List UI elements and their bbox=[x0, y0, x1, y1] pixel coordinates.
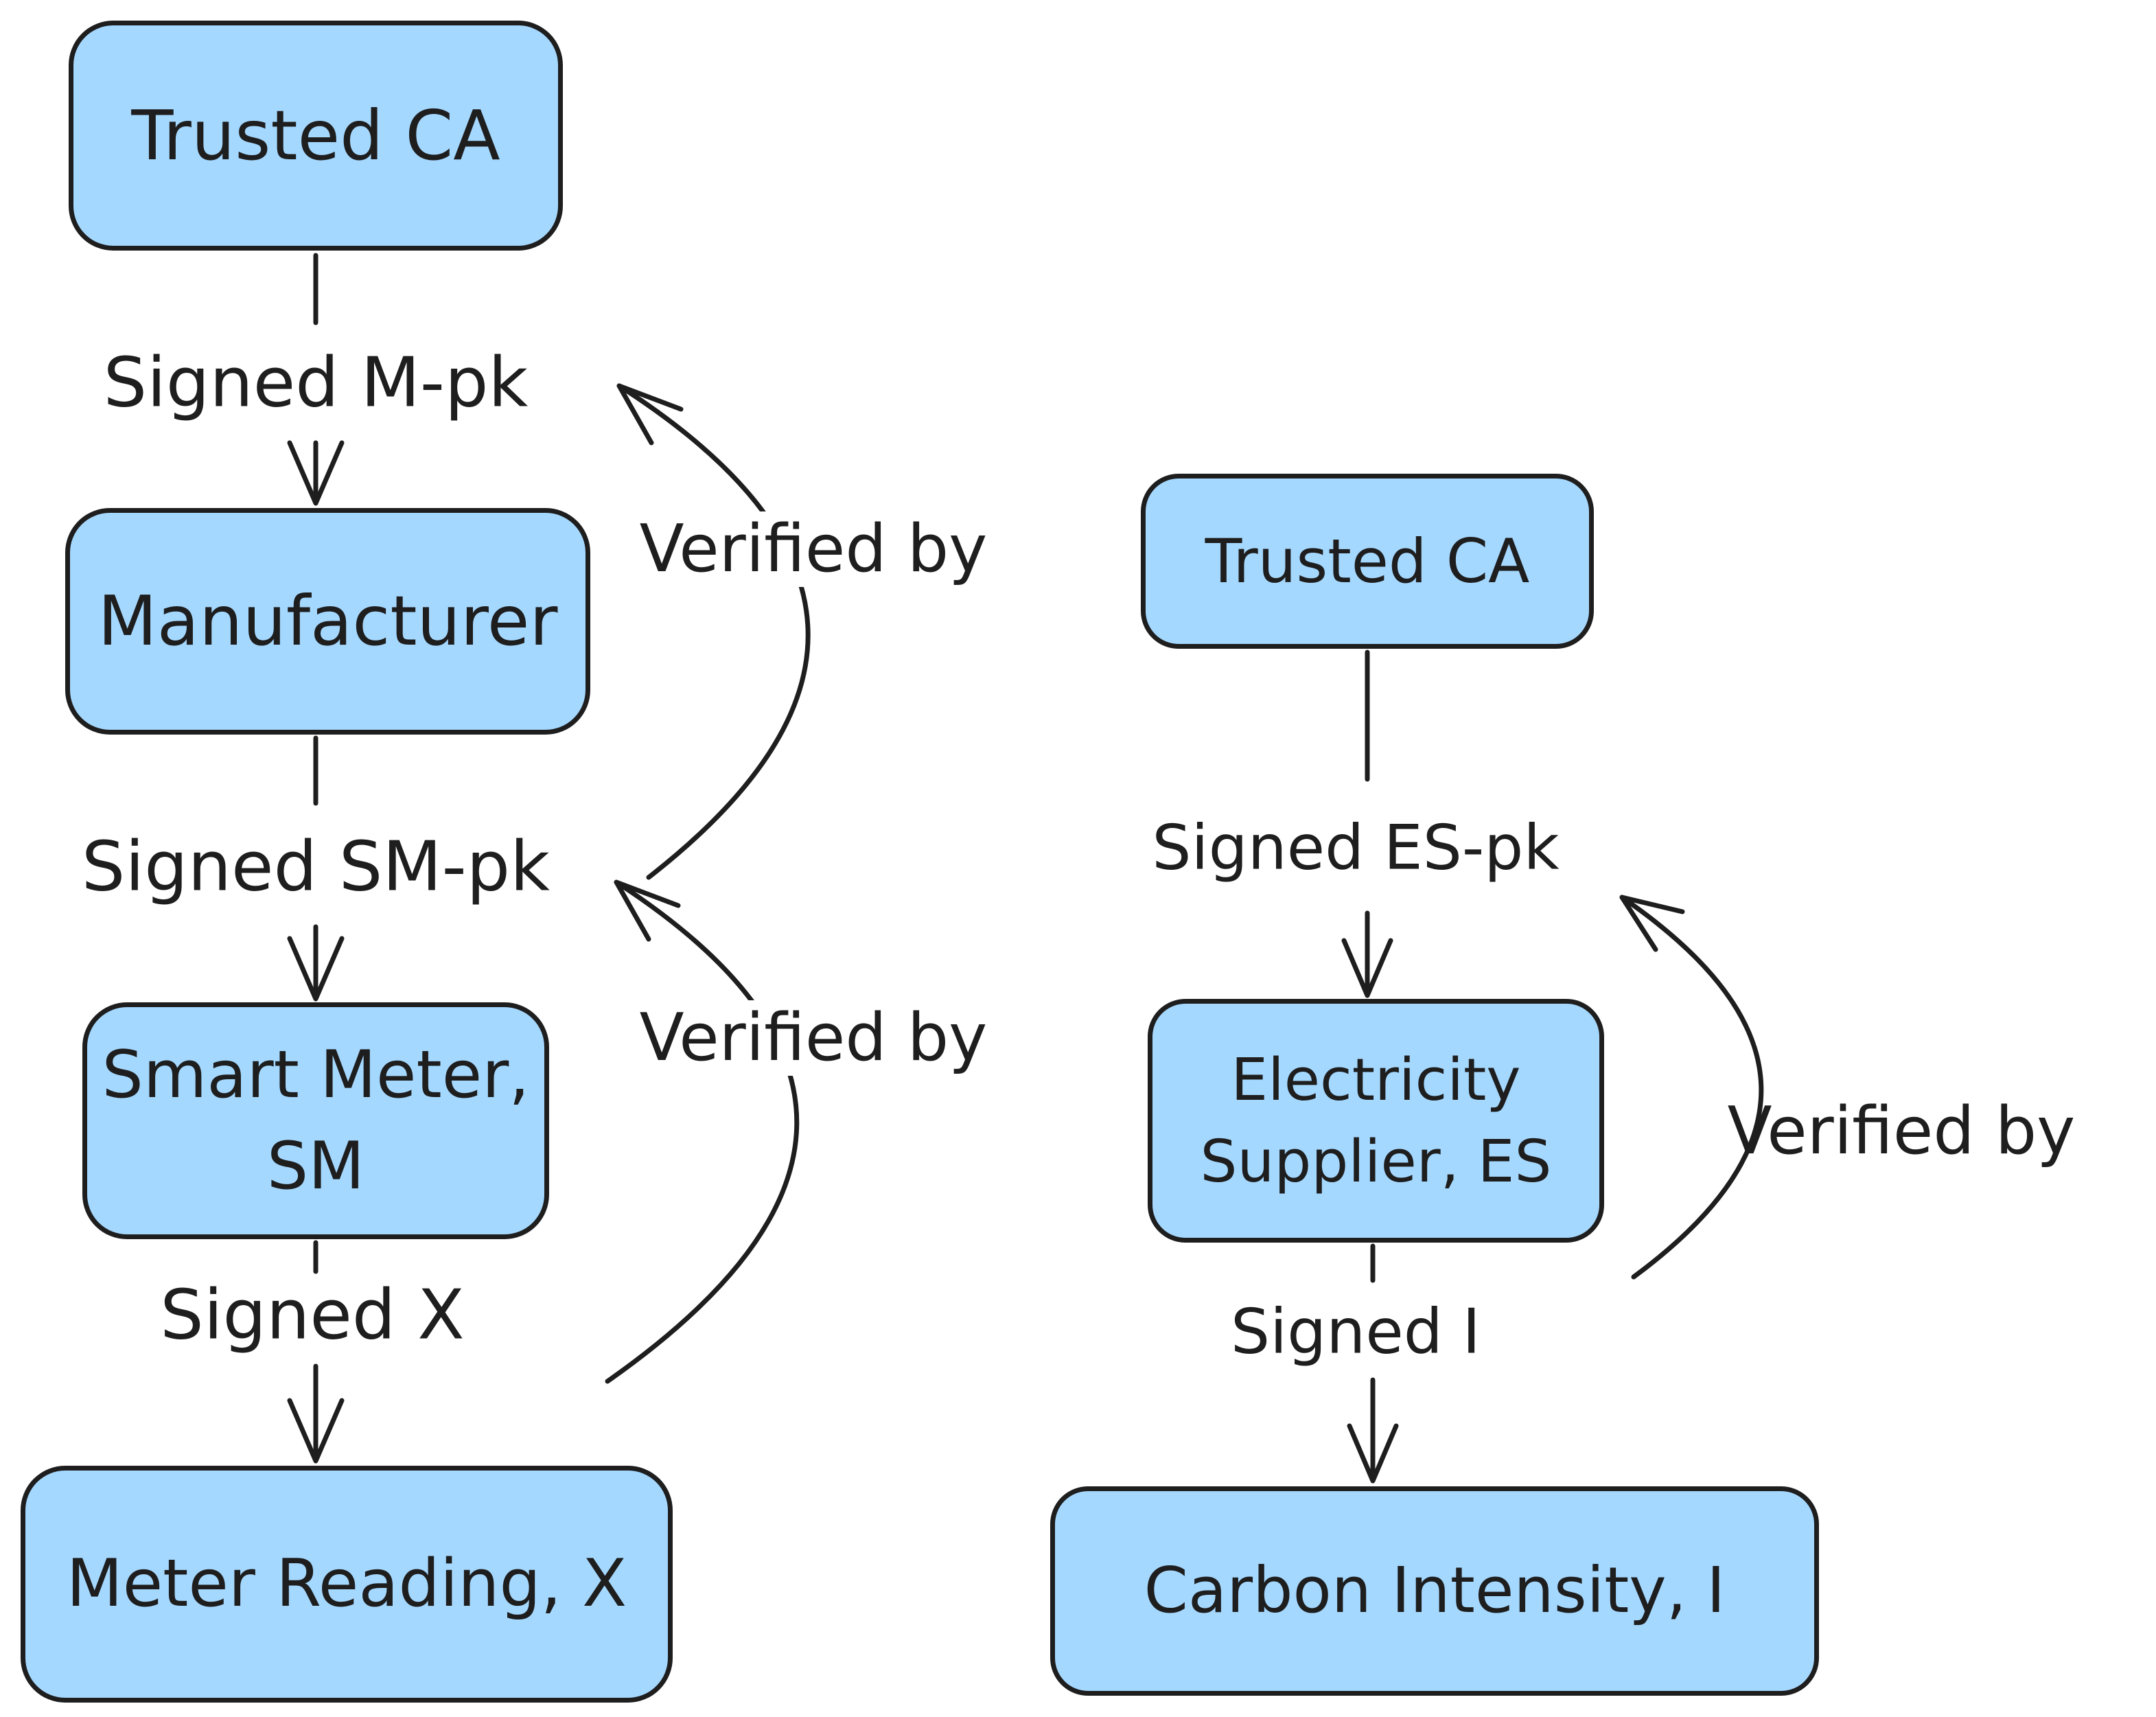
node-manufacturer-label: Manufacturer bbox=[97, 581, 558, 661]
node-carbon-intensity-label: Carbon Intensity, I bbox=[1144, 1554, 1726, 1628]
node-smart-meter-label-line1: Smart Meter, bbox=[102, 1037, 530, 1113]
verified-by-label-lower-left: Verified by bbox=[627, 1000, 1000, 1076]
verified-by-arrow-lower-left-head bbox=[614, 879, 681, 942]
verified-by-arrow-right-head bbox=[1619, 895, 1685, 952]
node-electricity-supplier: Electricity Supplier, ES bbox=[1148, 999, 1604, 1243]
verified-by-arrow-right bbox=[1619, 895, 1764, 1280]
edge-label-signed-x: Signed X bbox=[160, 1274, 465, 1355]
edge-label-signed-sm-pk: Signed SM-pk bbox=[81, 826, 550, 907]
node-manufacturer: Manufacturer bbox=[65, 508, 590, 735]
node-smart-meter: Smart Meter, SM bbox=[82, 1002, 549, 1239]
arrow-signed-i-head bbox=[1347, 1423, 1399, 1484]
node-electricity-supplier-label-line2: Supplier, ES bbox=[1200, 1127, 1552, 1196]
node-carbon-intensity: Carbon Intensity, I bbox=[1050, 1486, 1819, 1696]
edge-label-signed-i: Signed I bbox=[1231, 1295, 1481, 1368]
arrow-signed-sm-pk-head bbox=[287, 936, 345, 1002]
arrow-signed-x-head bbox=[287, 1398, 345, 1464]
node-trusted-ca-left-label: Trusted CA bbox=[131, 95, 500, 176]
verified-by-arrow-upper-left bbox=[616, 383, 811, 880]
arrow-signed-es-pk-head bbox=[1341, 938, 1393, 998]
verified-by-label-upper-left: Verified by bbox=[627, 511, 1000, 587]
verified-by-label-right: Verified by bbox=[1727, 1094, 2076, 1169]
edge-label-signed-m-pk: Signed M-pk bbox=[103, 342, 529, 423]
node-trusted-ca-right-label: Trusted CA bbox=[1205, 525, 1530, 597]
verified-by-arrow-lower-left bbox=[605, 879, 800, 1384]
verified-by-arrow-upper-left-head bbox=[616, 383, 684, 446]
node-meter-reading: Meter Reading, X bbox=[21, 1466, 673, 1703]
node-trusted-ca-left: Trusted CA bbox=[69, 21, 563, 251]
node-electricity-supplier-label-line1: Electricity bbox=[1231, 1046, 1521, 1114]
edge-label-signed-es-pk: Signed ES-pk bbox=[1152, 811, 1560, 884]
node-trusted-ca-right: Trusted CA bbox=[1141, 474, 1594, 649]
node-meter-reading-label: Meter Reading, X bbox=[66, 1546, 627, 1622]
arrow-signed-m-pk-head bbox=[287, 440, 345, 506]
node-smart-meter-label-line2: SM bbox=[266, 1128, 365, 1204]
